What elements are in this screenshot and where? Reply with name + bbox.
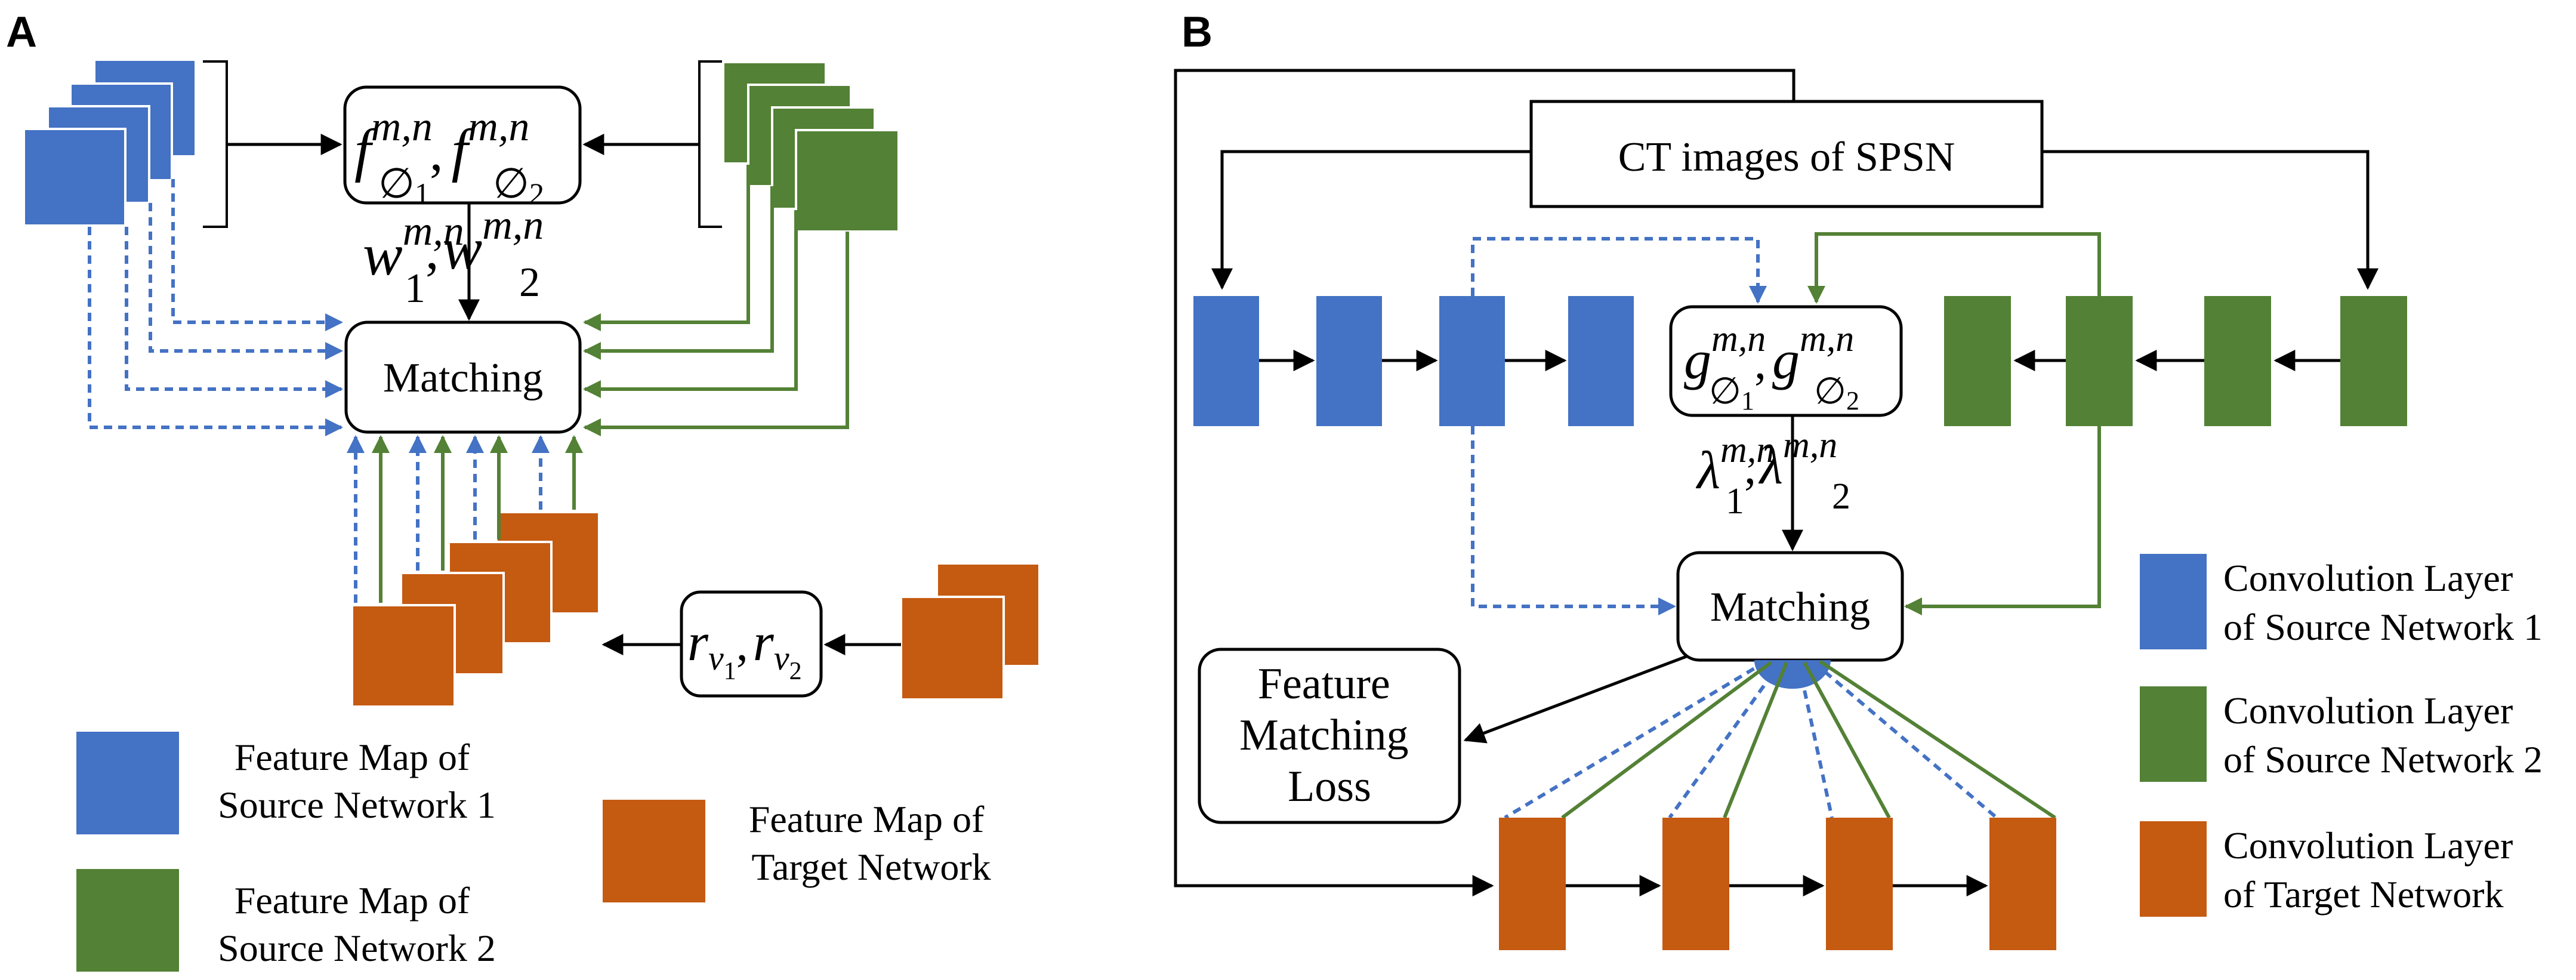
source2-conv-2 bbox=[2066, 296, 2133, 426]
ct-images-box bbox=[1529, 100, 2044, 208]
legend-a-target-label: Feature Map of Target Network bbox=[749, 798, 994, 888]
f-phi-box bbox=[343, 85, 582, 205]
ct-images-label: CT images of SPSN bbox=[1618, 134, 1955, 180]
target-conv-2 bbox=[1662, 818, 1729, 950]
target-conv-3 bbox=[1826, 818, 1893, 950]
matching-label-b: Matching bbox=[1710, 584, 1870, 630]
feature-matching-loss-label: Feature Matching Loss bbox=[1239, 660, 1420, 811]
legend-a-target-swatch bbox=[603, 800, 705, 902]
g-phi-formula: gm,n∅1,gm,n∅2 bbox=[1684, 319, 1859, 415]
source1-feature-stack bbox=[23, 58, 197, 227]
hub-blue-link-1 bbox=[1504, 660, 1767, 819]
matching-hub bbox=[1754, 660, 1831, 689]
source2-link-1 bbox=[583, 165, 750, 331]
target-small-map-front bbox=[900, 596, 1005, 701]
legend-b-target-swatch bbox=[2140, 821, 2207, 917]
hub-green-link-4 bbox=[1819, 660, 2056, 819]
hub-blue-link-2 bbox=[1668, 661, 1782, 819]
source2-link-2 bbox=[583, 186, 774, 360]
hub-green-link-3 bbox=[1803, 661, 1891, 819]
legend-a-source2-label: Feature Map of Source Network 2 bbox=[218, 879, 496, 969]
source2-bracket bbox=[698, 60, 722, 228]
rv-formula: rv1,rv2 bbox=[687, 613, 802, 685]
source2-conv-4 bbox=[2340, 296, 2407, 426]
source1-link-3 bbox=[125, 227, 343, 398]
source2-feature-stack bbox=[722, 61, 900, 233]
panel-b: B CT images of SPSN bbox=[1174, 8, 2543, 950]
g-phi-box bbox=[1669, 305, 1903, 417]
legend-a-source1-swatch bbox=[76, 732, 179, 834]
source2-conv-1 bbox=[1944, 296, 2011, 426]
source2-to-g-link bbox=[1807, 232, 2101, 304]
legend-b-target-label: Convolution Layer of Target Network bbox=[2223, 824, 2522, 916]
source1-conv-4 bbox=[1568, 296, 1634, 426]
hub-to-target-links bbox=[1504, 660, 2056, 819]
legend-b-source1-label: Convolution Layer of Source Network 1 bbox=[2223, 557, 2543, 648]
legend-b-source2-label: Convolution Layer of Source Network 2 bbox=[2223, 689, 2543, 781]
legend-b-source2-swatch bbox=[2140, 686, 2207, 782]
target-feature-stack bbox=[351, 511, 600, 708]
source1-conv-row bbox=[1193, 296, 1634, 426]
target-map-front bbox=[351, 604, 456, 708]
legend-b: Convolution Layer of Source Network 1 Co… bbox=[2140, 554, 2543, 917]
source1-link-1 bbox=[171, 179, 343, 331]
legend-b-source1-swatch bbox=[2140, 554, 2207, 649]
hub-green-link-2 bbox=[1723, 661, 1788, 819]
source1-match-links bbox=[88, 179, 343, 436]
legend-a-source1-label: Feature Map of Source Network 1 bbox=[218, 736, 496, 826]
source2-link-4 bbox=[583, 232, 849, 436]
panel-b-letter: B bbox=[1181, 8, 1213, 56]
source2-conv-row bbox=[1944, 296, 2407, 426]
legend-a: Feature Map of Source Network 1 Feature … bbox=[76, 732, 994, 972]
source2-map-front bbox=[795, 129, 900, 233]
matching-to-loss-arrow bbox=[1463, 655, 1687, 744]
matching-label-a: Matching bbox=[383, 355, 543, 401]
hub-blue-link-3 bbox=[1797, 662, 1834, 818]
ct-to-source1-arrow bbox=[1211, 150, 1531, 290]
hub-blue-link-4 bbox=[1813, 661, 1998, 819]
source1-map-front bbox=[23, 128, 127, 227]
source2-conv-3 bbox=[2204, 296, 2271, 426]
matching-box-a bbox=[344, 320, 582, 434]
source1-to-matching-link bbox=[1471, 426, 1676, 615]
source1-to-g-link bbox=[1471, 237, 1767, 304]
source1-link-2 bbox=[149, 203, 343, 360]
feature-matching-loss-box bbox=[1198, 648, 1461, 824]
hub-green-link-1 bbox=[1561, 661, 1772, 819]
source2-link-3 bbox=[583, 210, 798, 398]
source1-conv-2 bbox=[1316, 296, 1382, 426]
source2-match-links bbox=[583, 165, 849, 436]
target-conv-row bbox=[1499, 818, 2056, 950]
target-conv-1 bbox=[1499, 818, 1566, 950]
source1-bracket bbox=[203, 60, 228, 228]
source2-to-matching-link bbox=[1904, 426, 2101, 615]
f-phi-formula: fm,n∅1,fm,n∅2 bbox=[354, 104, 544, 210]
ct-to-source2-arrow bbox=[2042, 150, 2378, 290]
panel-a-letter: A bbox=[6, 8, 37, 56]
target-conv-4 bbox=[1989, 818, 2056, 950]
legend-a-source2-swatch bbox=[76, 869, 179, 972]
source1-conv-1 bbox=[1193, 296, 1259, 426]
ct-loop-line bbox=[1174, 69, 1796, 896]
source1-link-4 bbox=[88, 227, 343, 436]
source1-conv-3 bbox=[1439, 296, 1505, 426]
target-match-links bbox=[347, 435, 583, 603]
